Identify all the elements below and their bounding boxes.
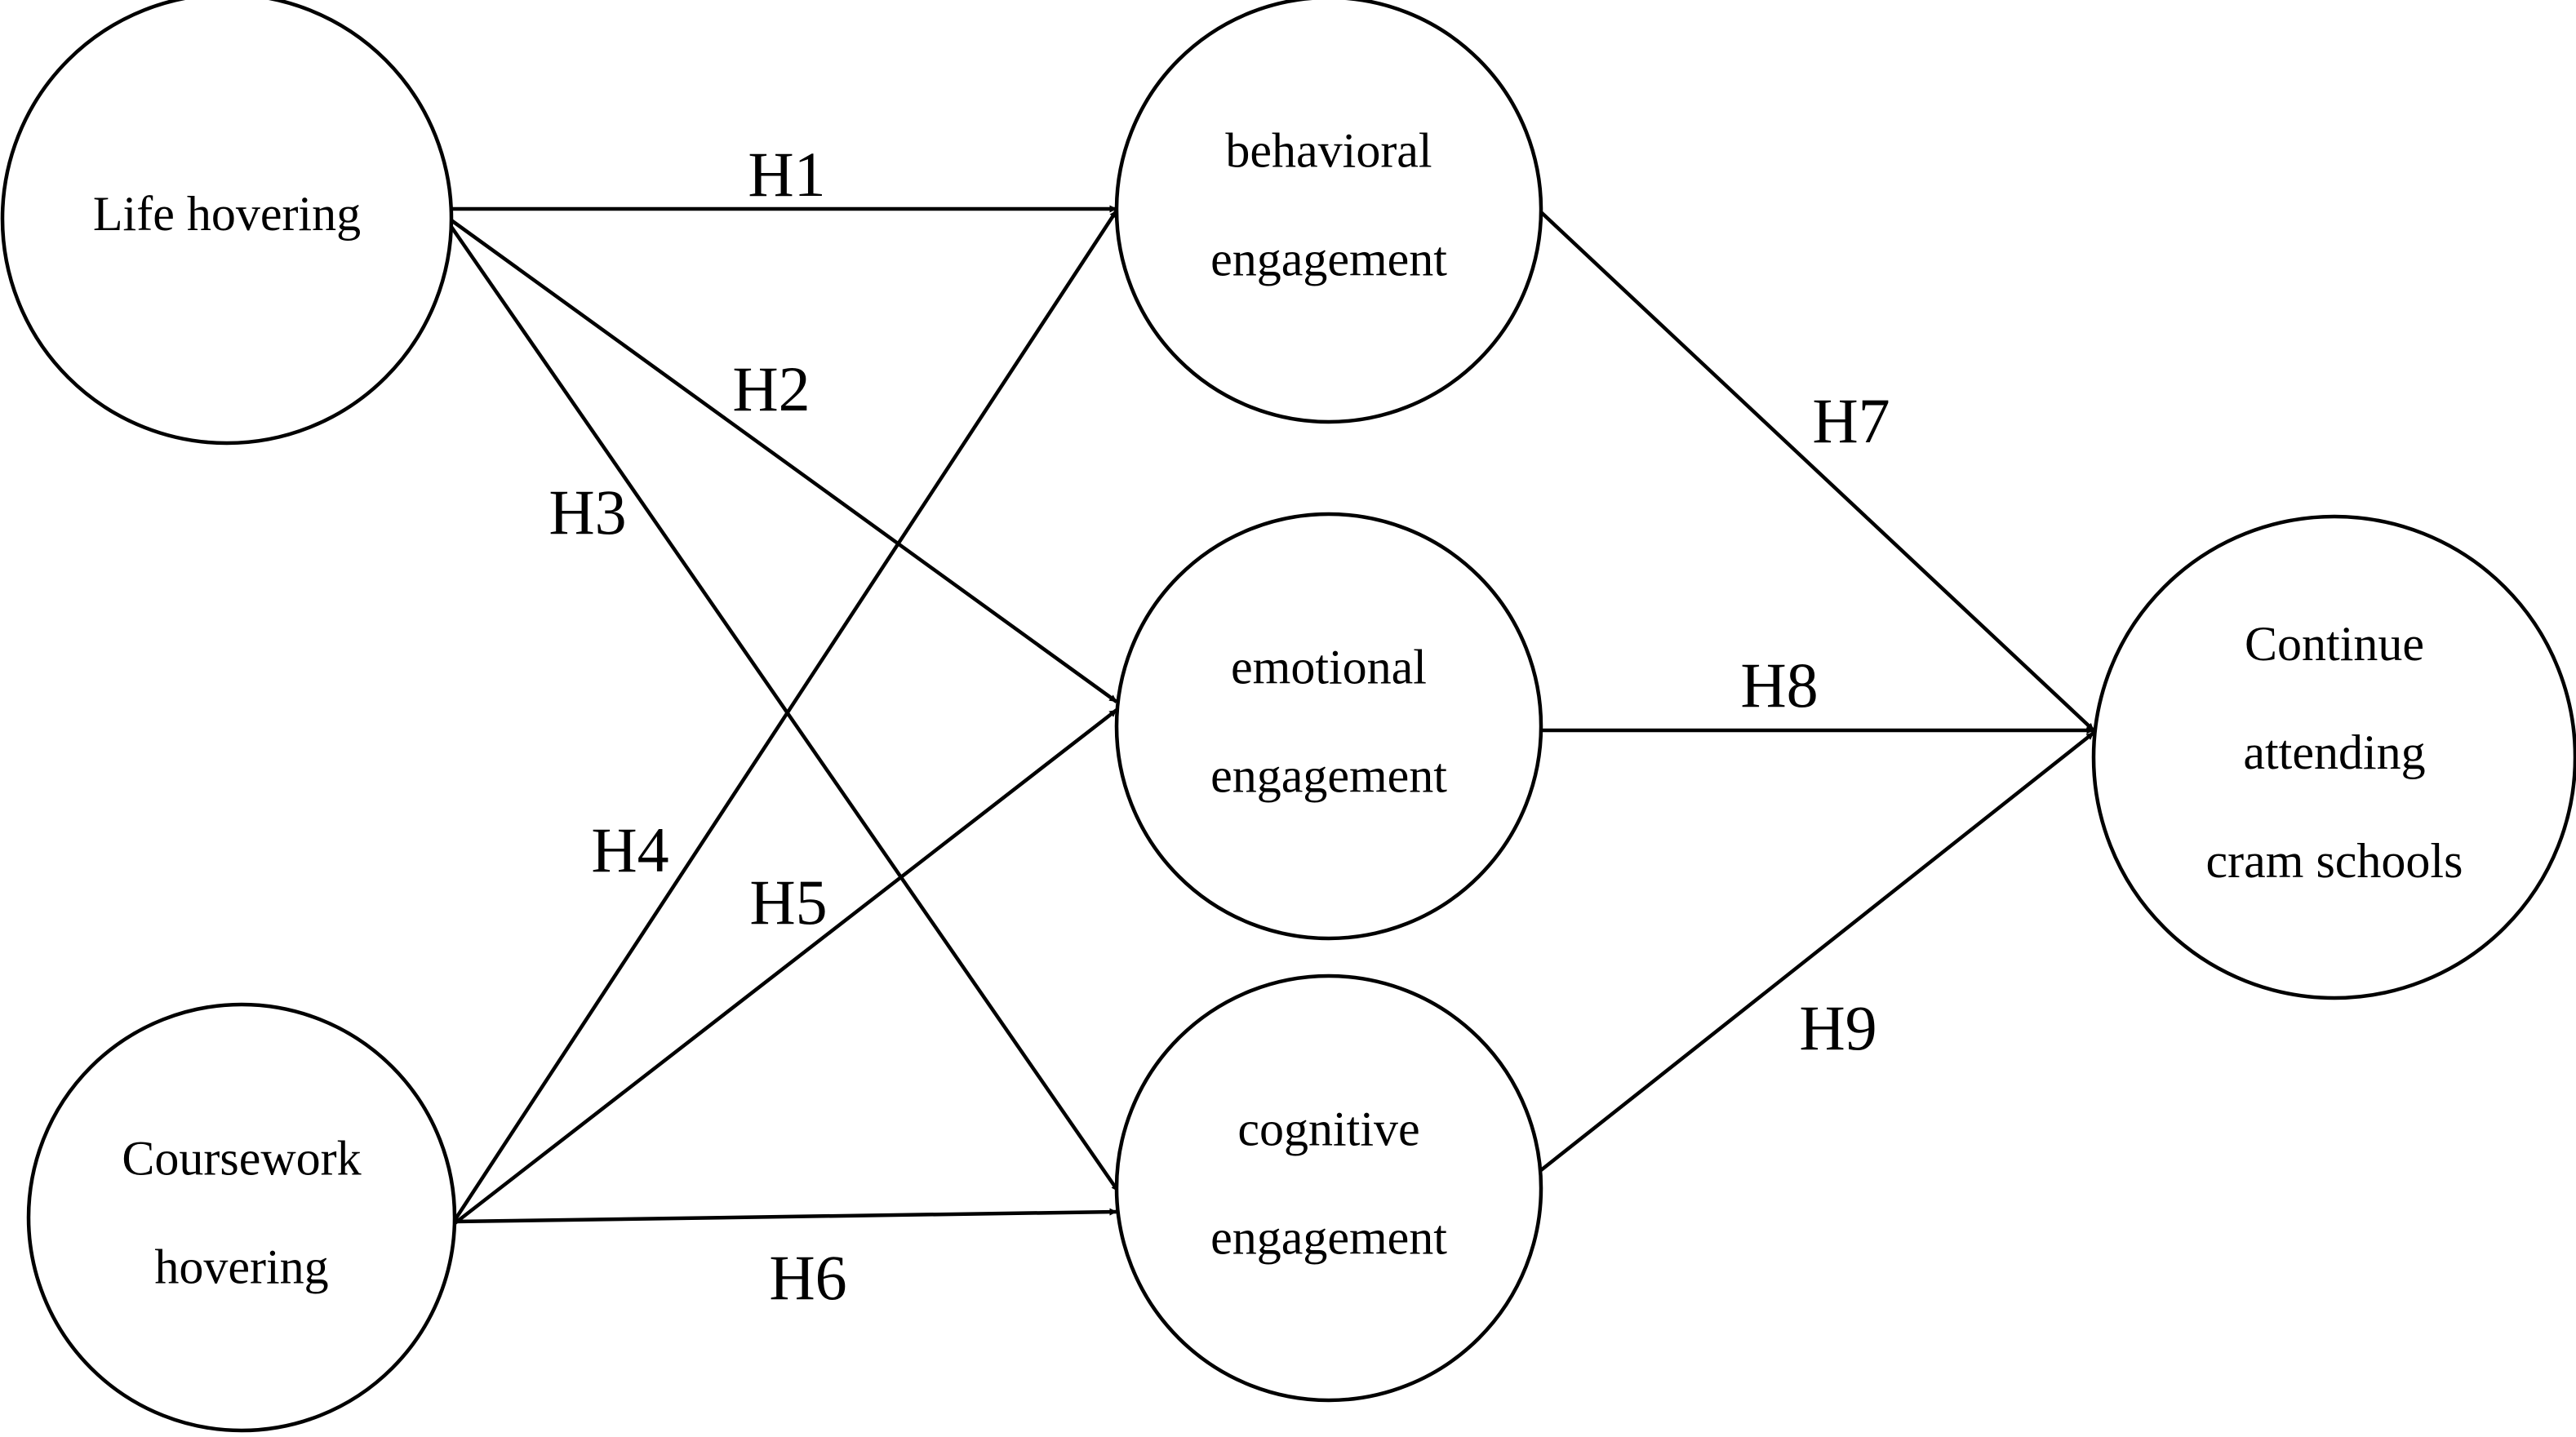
node-label-behavioral-engagement-line-2: engagement xyxy=(1210,232,1447,286)
edge-arrow-h4 xyxy=(452,209,1118,1223)
edge-label-h1: H1 xyxy=(748,139,825,210)
edge-label-h4: H4 xyxy=(591,814,668,885)
edge-label-h6: H6 xyxy=(769,1242,846,1313)
node-behavioral-engagement: behavioral engagement xyxy=(1114,0,1543,424)
node-label-continue-attending-line-2: attending xyxy=(2243,725,2425,779)
node-continue-attending: Continue attending cram schools xyxy=(2091,514,2576,1000)
node-label-continue-attending-line-3: cram schools xyxy=(2206,834,2463,888)
node-label-continue-attending-line-1: Continue xyxy=(2245,617,2424,671)
edge-label-h7: H7 xyxy=(1812,385,1890,456)
edge-label-h5: H5 xyxy=(749,867,827,938)
node-label-life-hovering-line-1: Life hovering xyxy=(93,187,361,241)
edge-arrow-h7 xyxy=(1539,211,2095,732)
node-emotional-engagement: emotional engagement xyxy=(1114,512,1543,941)
node-circle-emotional-engagement xyxy=(1114,512,1543,941)
node-circle-cognitive-engagement xyxy=(1114,974,1543,1403)
node-label-cognitive-engagement-line-2: engagement xyxy=(1210,1210,1447,1264)
node-circle-behavioral-engagement xyxy=(1114,0,1543,424)
edges-layer xyxy=(450,205,2095,1226)
node-label-coursework-hovering-line-1: Coursework xyxy=(122,1131,361,1185)
edge-arrow-h5 xyxy=(452,708,1118,1226)
node-cognitive-engagement: cognitive engagement xyxy=(1114,974,1543,1403)
node-label-emotional-engagement-line-1: emotional xyxy=(1231,640,1427,694)
edge-label-h3: H3 xyxy=(549,477,626,548)
edge-label-h2: H2 xyxy=(732,353,810,424)
node-circle-continue-attending xyxy=(2091,514,2576,1000)
node-label-cognitive-engagement-line-1: cognitive xyxy=(1237,1102,1419,1155)
edge-arrow-h3 xyxy=(450,225,1120,1193)
node-life-hovering: Life hovering xyxy=(0,0,454,446)
edge-arrow-h6 xyxy=(453,1208,1117,1224)
node-label-emotional-engagement-line-2: engagement xyxy=(1210,748,1447,802)
edge-label-h8: H8 xyxy=(1740,650,1818,721)
node-coursework-hovering: Coursework hovering xyxy=(26,1002,457,1433)
node-circle-coursework-hovering xyxy=(26,1002,457,1433)
node-circle-life-hovering xyxy=(0,0,454,446)
node-label-coursework-hovering-line-2: hovering xyxy=(154,1240,328,1293)
node-label-behavioral-engagement-line-1: behavioral xyxy=(1225,123,1432,177)
edge-label-h9: H9 xyxy=(1799,992,1876,1063)
edge-arrow-h2 xyxy=(450,219,1118,703)
edge-arrow-h9 xyxy=(1539,731,2095,1172)
